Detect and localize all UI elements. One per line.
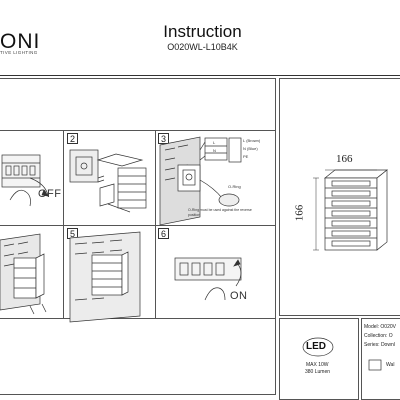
brand-logo: ONI <box>0 30 41 53</box>
wall-icon <box>368 359 382 371</box>
model-code: O020WL-L10B4K <box>167 42 238 52</box>
grid-col-line-1 <box>63 130 64 318</box>
terminal-label-n: N <box>213 148 216 153</box>
terminal-label-l: L <box>213 140 216 145</box>
wire-color-brown: L (Brown) <box>243 138 261 143</box>
dimension-height: 166 <box>293 204 306 222</box>
ground-mark-label: O-Ring <box>228 184 241 189</box>
spec-extra: Wal <box>386 362 395 368</box>
wire-color-blue: N (Blue) <box>243 146 258 151</box>
wire-color-pe: PE <box>243 154 249 159</box>
led-badge-icon <box>302 337 334 357</box>
fixture-mount-illustration <box>0 233 47 315</box>
led-max-power: MAX 10W <box>306 362 329 368</box>
step-number-6: 6 <box>158 228 169 239</box>
step-number-2: 2 <box>67 133 78 144</box>
spec-series: Series: Downl <box>364 342 395 348</box>
spec-model: Model: O020V <box>364 324 396 330</box>
step-number-3: 3 <box>158 133 169 144</box>
switch-off-label: OFF <box>38 188 62 200</box>
grid-col-line-2 <box>155 130 156 318</box>
spec-collection: Collection: O <box>364 333 393 339</box>
grid-row-line-1 <box>0 130 276 131</box>
steps-grid <box>0 78 276 395</box>
wiring-illustration <box>159 136 242 226</box>
switch-on-label: ON <box>230 290 248 302</box>
grid-row-line-3 <box>0 318 276 319</box>
switch-on-illustration <box>174 257 242 301</box>
dimension-panel <box>279 78 400 316</box>
mounting-plate-illustration <box>69 149 147 213</box>
installed-fixture-illustration <box>69 231 141 323</box>
grid-row-line-2 <box>0 225 276 226</box>
dimension-width: 166 <box>336 153 353 165</box>
led-label: LED <box>306 341 326 352</box>
led-lumen: 380 Lumen <box>305 369 331 375</box>
wiring-note: O-Ring must be used against the reverse … <box>188 208 252 217</box>
header-divider <box>0 75 400 76</box>
page-title: Instruction <box>163 22 242 41</box>
dimension-drawing <box>313 169 388 251</box>
brand-tagline: TIVE LIGHTING <box>0 50 38 55</box>
breaker-switch-illustration <box>1 154 49 207</box>
